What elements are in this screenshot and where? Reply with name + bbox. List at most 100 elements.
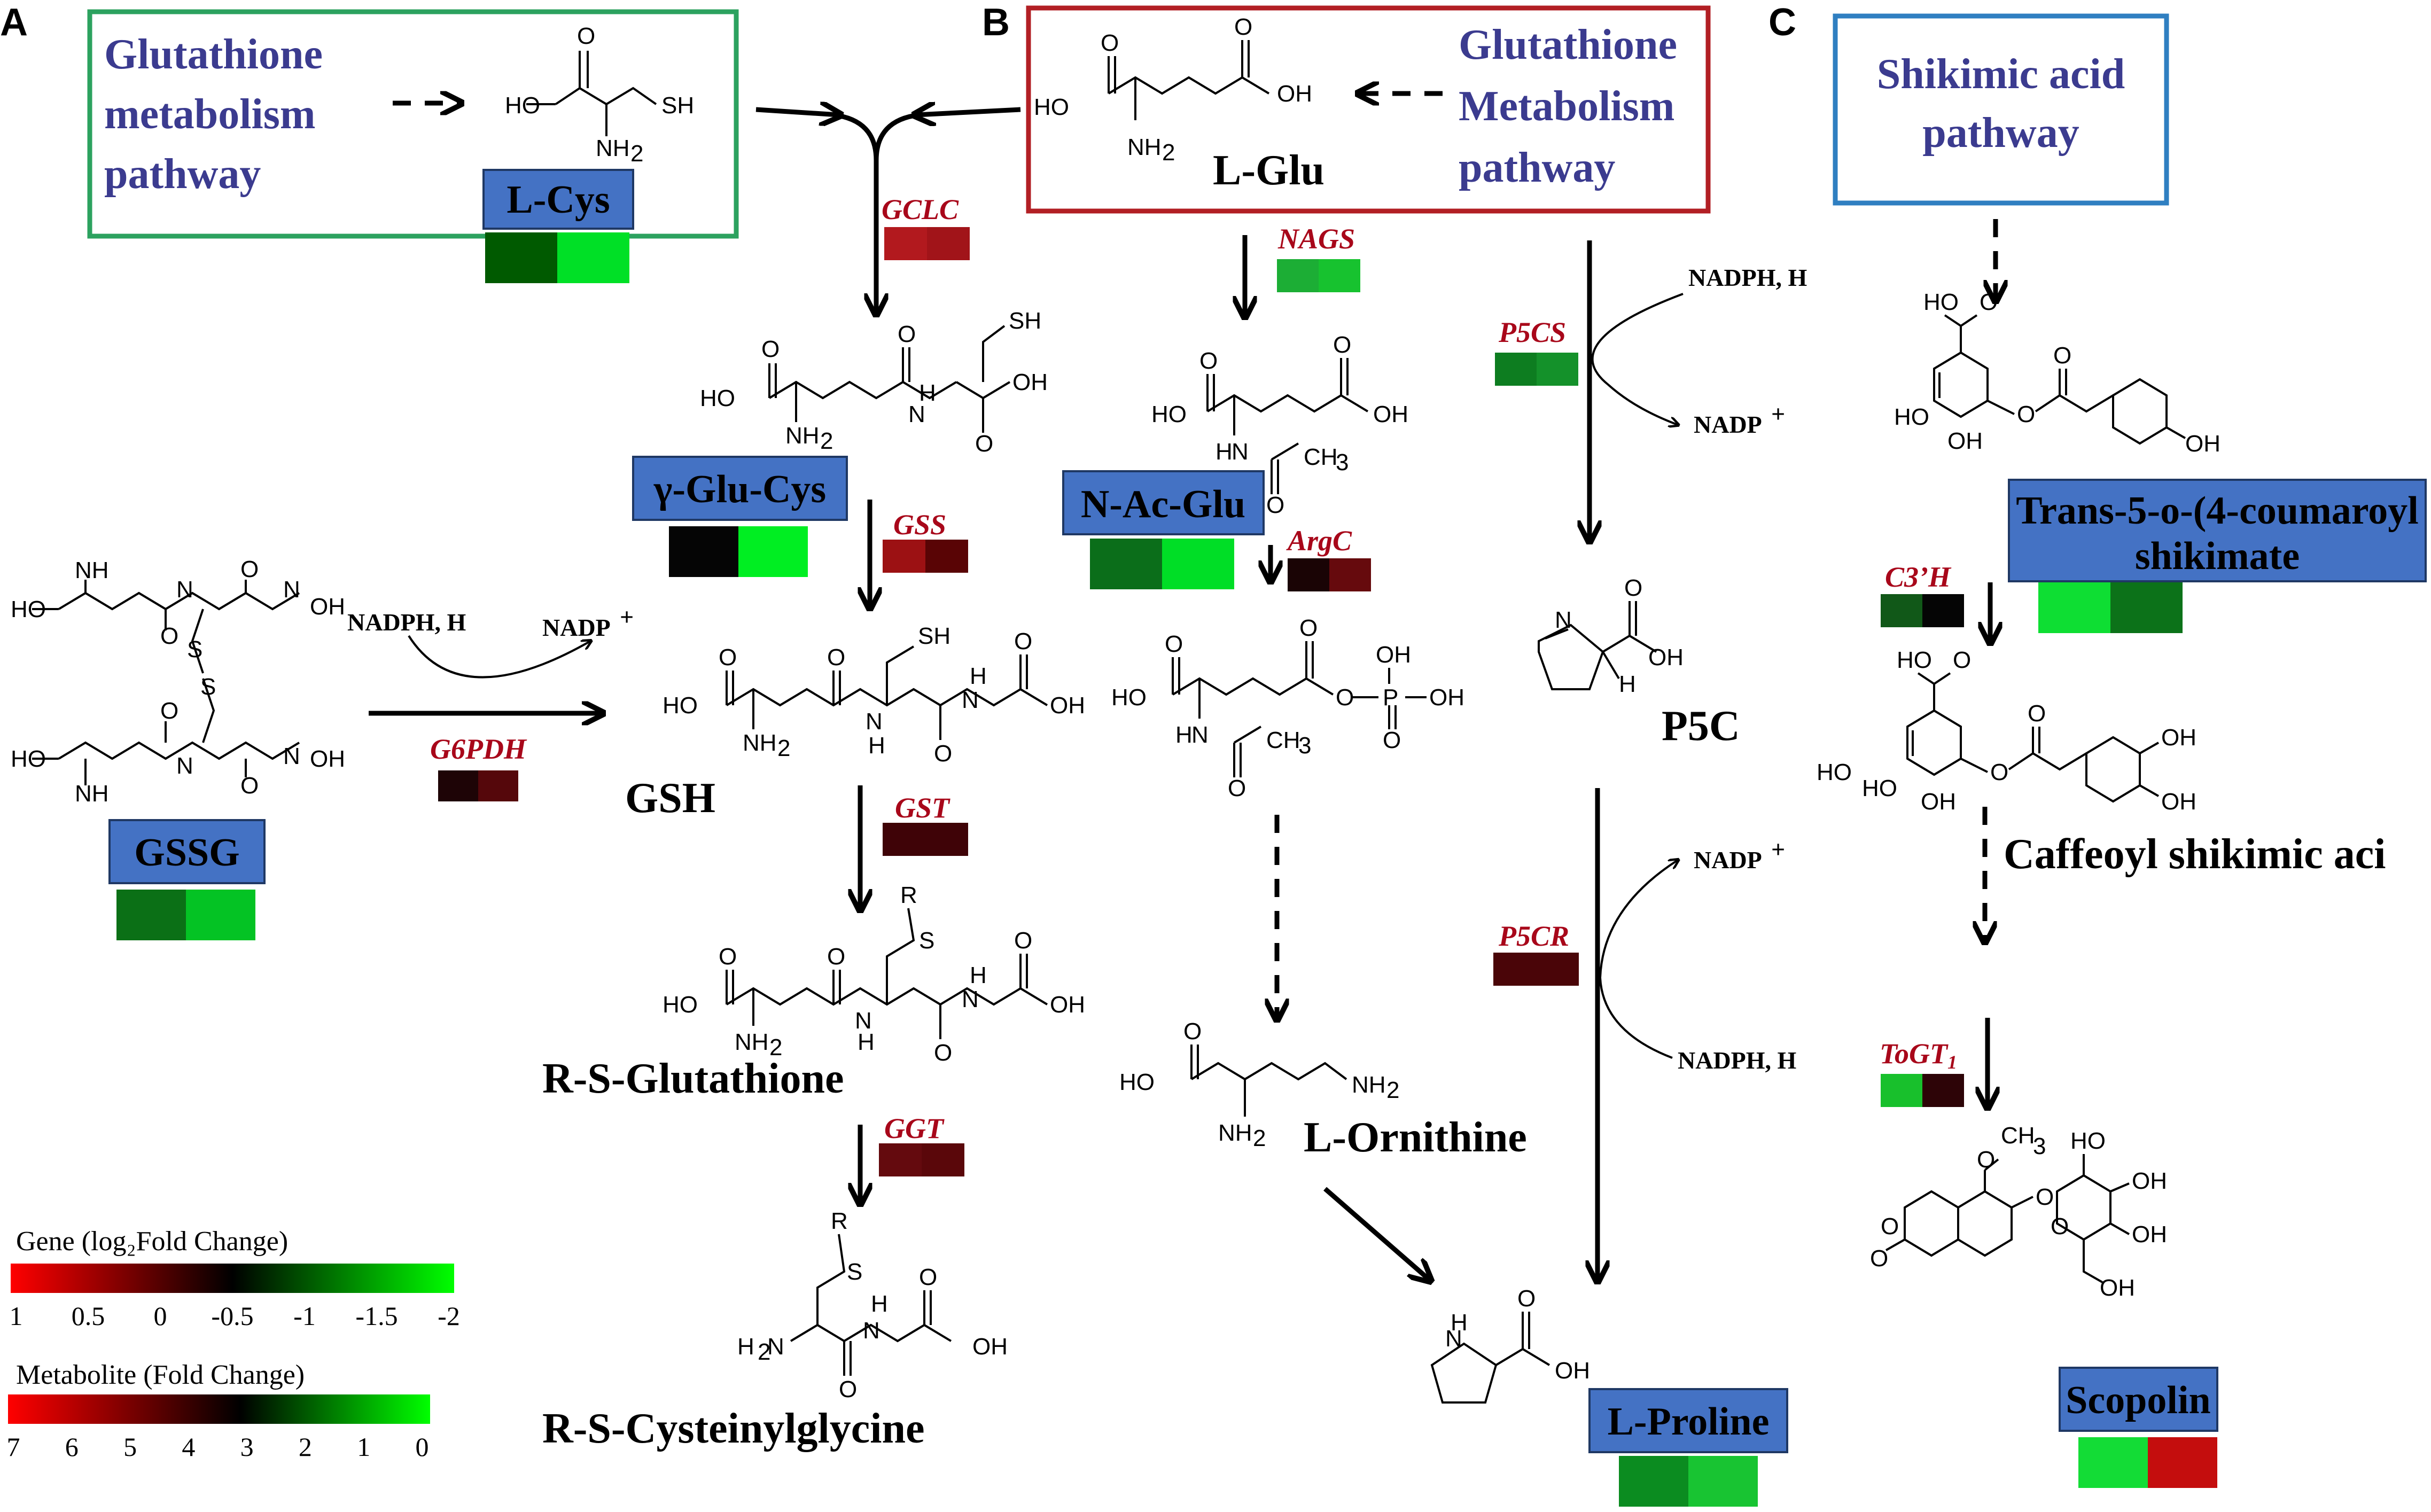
rsglutathione-structure: R S O HO NH 2 O N H O H N O OH [663, 882, 1085, 1066]
metabolite-box-scopolin [2059, 1367, 2218, 1432]
svg-text:O: O [2051, 1213, 2069, 1240]
svg-text:HO: HO [663, 692, 698, 719]
metabolite-rscysteinylglycine: R-S-Cysteinylglycine [542, 1405, 925, 1452]
svg-text:HO: HO [1151, 401, 1187, 427]
scopolin-structure: O CH 3 O O O HO OH OH OH O [1870, 1123, 2167, 1301]
lornithine-structure: O HO NH 2 NH 2 [1119, 1018, 1399, 1151]
heatmap-gglucys [669, 526, 808, 577]
heatmap-g6pdh [438, 770, 518, 801]
lcys-structure: O HO SH NH 2 [505, 23, 694, 167]
pathway-c-line2: pathway [1922, 110, 2079, 157]
svg-text:O: O [1183, 1018, 1202, 1045]
svg-text:2: 2 [630, 141, 643, 167]
svg-text:S: S [187, 636, 202, 663]
svg-text:OH: OH [1050, 992, 1085, 1018]
svg-text:O: O [898, 321, 916, 347]
legend-metabolite-tick: 1 [357, 1432, 370, 1462]
legend-gene-tick: -1 [293, 1301, 316, 1331]
svg-text:O: O [975, 431, 993, 457]
svg-text:O: O [1266, 492, 1284, 518]
heatmap-lcys [485, 232, 629, 283]
svg-text:H: H [1175, 722, 1193, 748]
legend-metabolite-tick: 0 [416, 1432, 429, 1462]
svg-text:HO: HO [11, 746, 46, 772]
gsh-structure: O HO NH 2 O N H SH O H N O OH [663, 623, 1085, 767]
cofactor-curve-p5cs [1591, 293, 1684, 425]
cofactor-curve-g6pdh [408, 635, 590, 679]
svg-text:O: O [1990, 759, 2008, 785]
legend-gene-tick: -1.5 [355, 1301, 398, 1331]
svg-text:OH: OH [972, 1334, 1008, 1360]
svg-text:OH: OH [2161, 724, 2196, 751]
svg-text:3: 3 [2033, 1133, 2046, 1159]
svg-text:O: O [2017, 401, 2035, 427]
svg-text:N: N [176, 576, 193, 603]
svg-text:HO: HO [1817, 759, 1852, 785]
gene-p5cr: P5CR [1498, 920, 1569, 952]
svg-text:NH: NH [785, 423, 820, 449]
glutathione-pathway-box-a [87, 9, 739, 239]
lproline-structure: H N O OH [1430, 1285, 1590, 1404]
svg-text:N: N [866, 708, 883, 735]
svg-text:O: O [160, 623, 178, 649]
svg-text:O: O [240, 556, 259, 582]
svg-text:O: O [827, 944, 845, 970]
cofactor-nadp-a: NADP [542, 614, 611, 641]
svg-text:S: S [847, 1259, 862, 1285]
svg-text:O: O [160, 698, 178, 724]
legend-metabolite-tick: 4 [182, 1432, 195, 1462]
gene-togt: ToGT1 [1880, 1038, 1957, 1073]
svg-text:NH: NH [596, 135, 630, 161]
gene-c3h: C3’H [1885, 561, 1952, 593]
svg-text:S: S [200, 674, 216, 700]
svg-text:O: O [1336, 684, 1354, 711]
svg-text:OH: OH [1648, 644, 1684, 671]
cofactor-nadph-p5cs: NADPH, H [1688, 264, 1807, 291]
gene-argc: ArgC [1286, 525, 1352, 557]
svg-text:OH: OH [2161, 789, 2196, 815]
heatmap-lproline [1619, 1456, 1758, 1507]
svg-text:O: O [839, 1376, 857, 1402]
svg-text:N: N [962, 687, 979, 713]
svg-text:OH: OH [1277, 81, 1312, 107]
svg-text:H: H [970, 663, 987, 689]
svg-text:OH: OH [1555, 1358, 1590, 1384]
arrow-merge-curve [874, 112, 920, 161]
heatmap-argc [1288, 558, 1371, 591]
svg-text:O: O [1234, 14, 1252, 40]
svg-text:2: 2 [820, 428, 833, 454]
pathway-b-line1: Glutathione [1459, 21, 1677, 68]
svg-text:NH: NH [1352, 1072, 1386, 1098]
svg-text:OH: OH [1012, 369, 1048, 395]
legend-gene-tick: 0.5 [72, 1301, 105, 1331]
metabolite-gssg: GSSG [134, 831, 239, 875]
svg-text:N: N [767, 1334, 784, 1360]
cofactor-nadph-a: NADPH, H [347, 609, 466, 636]
svg-text:HO: HO [2070, 1128, 2106, 1154]
svg-text:O: O [1953, 647, 1971, 673]
heatmap-gss [883, 540, 968, 573]
coumaroyl-shikimate-structure: HO O HO OH O O OH [1894, 289, 2220, 457]
svg-text:HO: HO [1894, 404, 1929, 430]
svg-text:OH: OH [1376, 642, 1411, 668]
svg-text:O: O [1333, 332, 1351, 358]
metabolite-gglucys: γ-Glu-Cys [653, 467, 826, 511]
metabolite-lproline: L-Proline [1608, 1400, 1770, 1444]
svg-text:HO: HO [505, 92, 540, 119]
legend-metabolite-gradient [8, 1394, 430, 1424]
heatmap-togt [1881, 1074, 1964, 1107]
shikimic-pathway-box [1833, 13, 2169, 206]
svg-text:2: 2 [1386, 1077, 1399, 1103]
arrow-lcys-to-merge [755, 110, 839, 115]
gene-gclc: GCLC [882, 193, 959, 225]
metabolite-lcys: L-Cys [507, 178, 610, 222]
heatmap-gclc [884, 227, 970, 260]
svg-text:N: N [283, 743, 300, 769]
cofactor-curve-p5cr [1599, 860, 1678, 1059]
heatmap-p5cs [1495, 353, 1578, 386]
heatmap-gssg [116, 890, 255, 940]
svg-text:OH: OH [1050, 692, 1085, 719]
svg-text:N: N [1232, 439, 1249, 465]
